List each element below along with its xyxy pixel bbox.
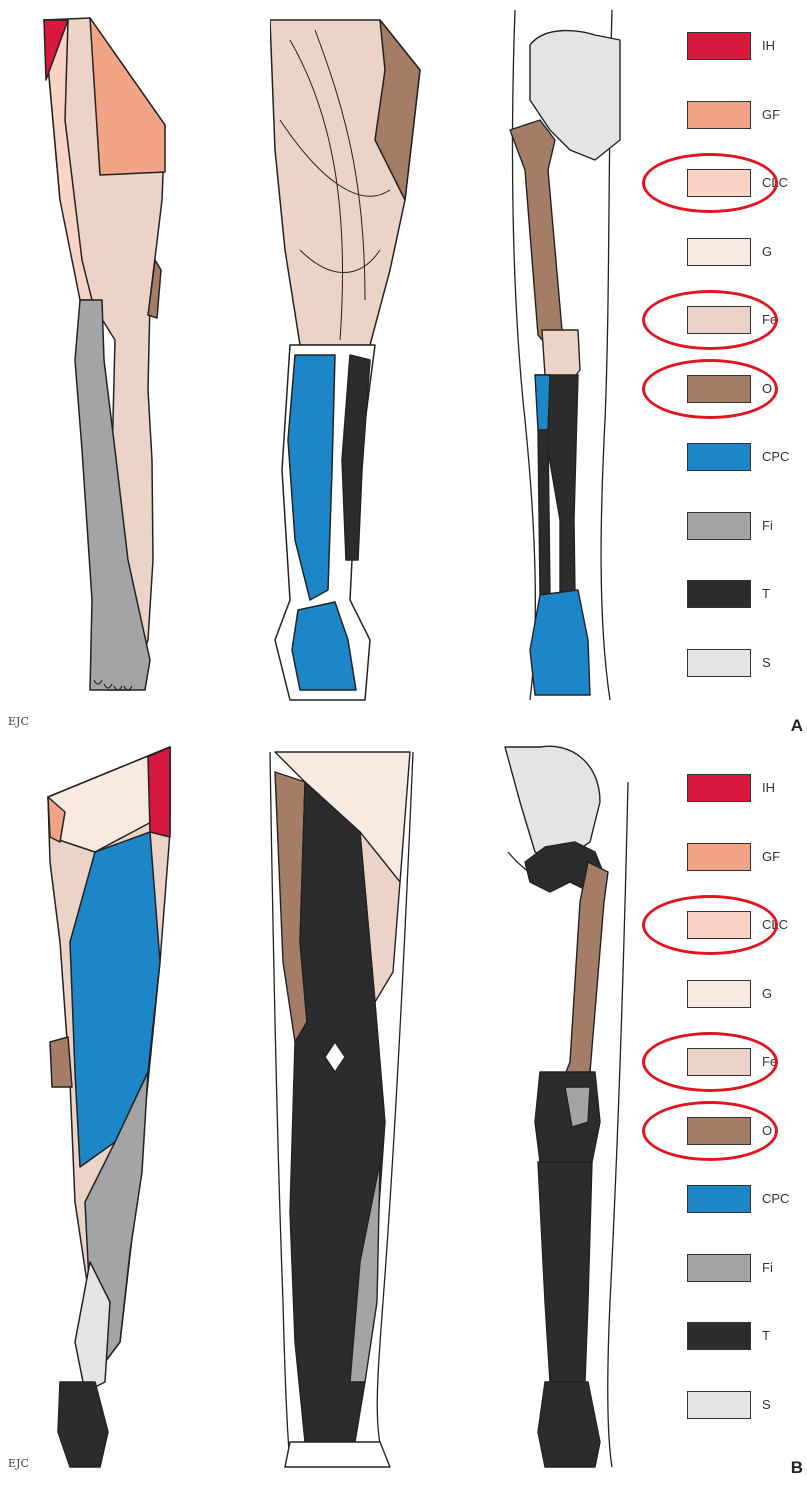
posterior-dermatome-figure xyxy=(30,742,190,1472)
legend-swatch xyxy=(687,1254,751,1282)
femur-bone xyxy=(510,120,578,360)
legend-item-t: T xyxy=(660,1320,807,1360)
legend-swatch xyxy=(687,1391,751,1419)
highlight-circle xyxy=(642,1032,778,1092)
anterior-dermatome-figure xyxy=(20,0,180,720)
legend-label: CPC xyxy=(762,449,789,464)
legend-label: T xyxy=(762,586,770,601)
legend-item-g: G xyxy=(660,236,807,276)
legend-item-fi: Fi xyxy=(660,1252,807,1292)
legend-swatch xyxy=(687,32,751,60)
body-outline-right xyxy=(608,782,628,1467)
legend-swatch xyxy=(687,443,751,471)
body-outline-left xyxy=(512,10,535,700)
legend-swatch xyxy=(687,980,751,1008)
artist-credit: EJC xyxy=(8,1457,29,1470)
legend-item-s: S xyxy=(660,647,807,687)
legend-item-ih: IH xyxy=(660,30,807,70)
legend-label: S xyxy=(762,655,771,670)
legend-item-gf: GF xyxy=(660,99,807,139)
highlight-circle xyxy=(642,359,778,419)
legend-label: IH xyxy=(762,780,775,795)
posterior-muscle-figure xyxy=(265,742,425,1472)
anterior-skeleton-figure xyxy=(500,0,630,720)
legend-label: IH xyxy=(762,38,775,53)
legend-label: GF xyxy=(762,107,780,122)
legend-swatch xyxy=(687,1322,751,1350)
posterior-skeleton-figure xyxy=(500,742,630,1472)
legend-label: Fi xyxy=(762,1260,773,1275)
legend-label: T xyxy=(762,1328,770,1343)
legend-swatch xyxy=(687,580,751,608)
fibula-bone xyxy=(538,430,550,595)
legend-item-ih: IH xyxy=(660,772,807,812)
legend-label: GF xyxy=(762,849,780,864)
legend-label: G xyxy=(762,244,772,259)
region-genitofemoral xyxy=(90,18,165,175)
knee-tibial xyxy=(535,1072,600,1162)
panel-label: A xyxy=(791,716,803,736)
region-tibial-foot xyxy=(58,1382,108,1467)
pelvis-bone xyxy=(505,746,600,862)
region-obturator xyxy=(50,1037,72,1087)
knee-patella xyxy=(542,330,580,380)
legend-item-fe: Fe xyxy=(660,304,807,344)
legend-swatch xyxy=(687,649,751,677)
highlight-circle xyxy=(642,895,778,955)
highlight-circle xyxy=(642,290,778,350)
legend-item-clc: CLC xyxy=(660,167,807,207)
region-iliohypogastric xyxy=(148,747,170,837)
legend-swatch xyxy=(687,774,751,802)
leg-bones xyxy=(538,1162,592,1382)
femur-bone xyxy=(560,862,608,1092)
legend-item-t: T xyxy=(660,578,807,618)
legend-swatch xyxy=(687,1185,751,1213)
legend-label: G xyxy=(762,986,772,1001)
heel-outline xyxy=(285,1442,390,1467)
legend-item-fe: Fe xyxy=(660,1046,807,1086)
foot-bones xyxy=(530,590,590,695)
fibula-cpc xyxy=(535,375,550,430)
legend-item-clc: CLC xyxy=(660,909,807,949)
legend-label: S xyxy=(762,1397,771,1412)
legend-item-o: O xyxy=(660,373,807,413)
foot-bones xyxy=(538,1382,600,1467)
legend-item-g: G xyxy=(660,978,807,1018)
legend-label: CPC xyxy=(762,1191,789,1206)
panel-label: B xyxy=(791,1458,803,1478)
legend-item-s: S xyxy=(660,1389,807,1429)
legend-item-cpc: CPC xyxy=(660,441,807,481)
legend-item-o: O xyxy=(660,1115,807,1155)
artist-credit: EJC xyxy=(8,715,29,728)
legend-swatch xyxy=(687,101,751,129)
legend-swatch xyxy=(687,238,751,266)
highlight-circle xyxy=(642,153,778,213)
legend-swatch xyxy=(687,843,751,871)
legend-item-gf: GF xyxy=(660,841,807,881)
legend-swatch xyxy=(687,512,751,540)
anterior-muscle-figure xyxy=(270,0,450,720)
highlight-circle xyxy=(642,1101,778,1161)
legend-item-fi: Fi xyxy=(660,510,807,550)
legend-item-cpc: CPC xyxy=(660,1183,807,1223)
legend-label: Fi xyxy=(762,518,773,533)
